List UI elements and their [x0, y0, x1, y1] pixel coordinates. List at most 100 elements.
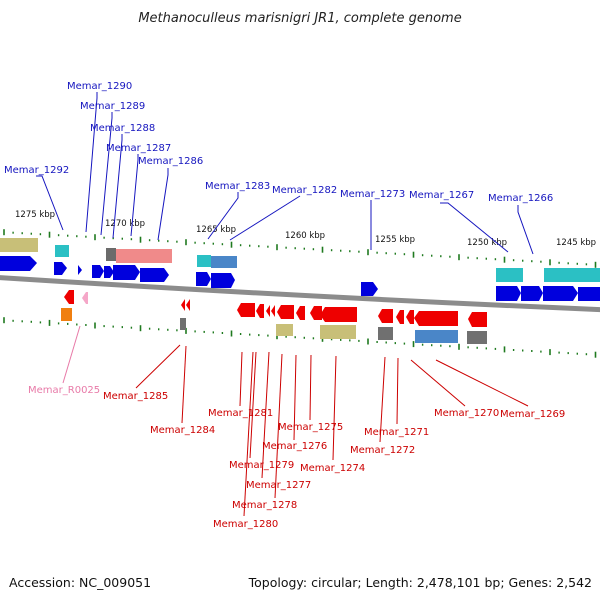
- gene-feature: [467, 331, 487, 344]
- scale-label: 1270 kbp: [105, 219, 145, 229]
- forward-cds: [521, 286, 543, 301]
- reverse-cds: [468, 312, 487, 327]
- reverse-cds: [414, 311, 458, 326]
- reverse-cds: [186, 299, 190, 311]
- gene-feature: [320, 325, 356, 339]
- reverse-cds: [256, 304, 264, 318]
- forward-cds: [0, 256, 37, 271]
- reverse-cds: [237, 303, 255, 317]
- gene-label: Memar_1288: [90, 123, 155, 134]
- gene-label: Memar_R0025: [28, 385, 100, 396]
- callout-line: [332, 355, 337, 461]
- gene-label: Memar_1292: [4, 165, 69, 176]
- gene-label: Memar_1290: [67, 81, 132, 92]
- gene-feature: [0, 238, 38, 252]
- gene-label: Memar_1274: [300, 463, 365, 474]
- forward-cds: [92, 265, 104, 278]
- callout-line: [130, 154, 139, 237]
- lower-feature-track: [61, 292, 487, 344]
- reverse-cds: [406, 310, 414, 324]
- reverse-cds: [320, 307, 357, 322]
- callout-line: [274, 353, 283, 499]
- gene-feature: [55, 245, 69, 257]
- callout-line: [36, 175, 64, 231]
- callout-line: [396, 357, 399, 425]
- callout-line: [207, 192, 239, 240]
- forward-callouts: [36, 92, 534, 255]
- gene-label: Memar_1281: [208, 408, 273, 419]
- gene-label: Memar_1270: [434, 408, 499, 419]
- gene-label: Memar_1279: [229, 460, 294, 471]
- forward-cds: [113, 265, 140, 280]
- reverse-cds: [296, 306, 305, 320]
- callout-line: [435, 359, 529, 407]
- callout-line: [379, 356, 386, 443]
- gene-feature: [496, 268, 523, 282]
- callout-line: [100, 112, 113, 236]
- gene-label: Memar_1284: [150, 425, 215, 436]
- gene-feature: [116, 249, 172, 263]
- callout-line: [229, 195, 301, 241]
- scale-label: 1255 kbp: [375, 235, 415, 245]
- callout-line: [239, 351, 243, 407]
- reverse-cds: [64, 290, 74, 304]
- upper-tick-row: [3, 229, 597, 268]
- forward-cds: [78, 265, 82, 275]
- gene-feature: [61, 308, 72, 321]
- forward-cds: [496, 286, 521, 301]
- genome-backbone: [0, 275, 600, 313]
- callout-line: [85, 92, 98, 233]
- gene-label: Memar_1275: [278, 422, 343, 433]
- callout-line: [181, 345, 187, 424]
- gene-label: Memar_1287: [106, 143, 171, 154]
- rna-feature: [82, 292, 88, 304]
- callout-line: [62, 325, 81, 384]
- gene-feature: [544, 268, 600, 282]
- forward-cds: [361, 282, 378, 296]
- callout-line: [157, 168, 169, 241]
- gene-feature: [276, 324, 293, 336]
- callout-line: [309, 354, 312, 421]
- gene-label: Memar_1269: [500, 409, 565, 420]
- upper-feature-track: [0, 238, 600, 282]
- forward-cds: [578, 287, 600, 301]
- gene-feature: [415, 330, 458, 343]
- gene-label: Memar_1283: [205, 181, 270, 192]
- rna-callouts: [62, 325, 81, 384]
- gene-label: Memar_1285: [103, 391, 168, 402]
- gene-label: Memar_1266: [488, 193, 553, 204]
- reverse-cds: [310, 306, 322, 320]
- forward-cds: [54, 262, 67, 275]
- callout-line: [293, 354, 297, 441]
- forward-cds: [140, 268, 169, 282]
- gene-label: Memar_1280: [213, 519, 278, 530]
- gene-feature: [180, 318, 186, 330]
- forward-cds: [543, 286, 578, 301]
- reverse-cds: [271, 305, 275, 317]
- gene-label: Memar_1272: [350, 445, 415, 456]
- lower-tick-row: [3, 317, 597, 358]
- gene-label: Memar_1273: [340, 189, 405, 200]
- gene-label: Memar_1282: [272, 185, 337, 196]
- gene-label: Memar_1276: [262, 441, 327, 452]
- reverse-cds: [378, 309, 393, 323]
- reverse-cds: [266, 305, 270, 317]
- forward-cds: [211, 273, 235, 288]
- map-title: Methanoculleus marisnigri JR1, complete …: [138, 11, 461, 26]
- scale-label: 1250 kbp: [467, 238, 507, 248]
- gene-label: Memar_1267: [409, 190, 474, 201]
- callout-line: [135, 344, 181, 389]
- reverse-cds: [181, 299, 185, 311]
- scale-label: 1275 kbp: [15, 210, 55, 220]
- callout-line: [261, 351, 270, 479]
- scale-label: 1265 kbp: [196, 225, 236, 235]
- gene-label: Memar_1289: [80, 101, 145, 112]
- callout-line: [112, 134, 123, 239]
- gene-label: Memar_1271: [364, 427, 429, 438]
- gene-label: Memar_1277: [246, 480, 311, 491]
- callout-line: [440, 202, 509, 253]
- callout-line: [410, 359, 466, 407]
- reverse-cds-track: [64, 290, 487, 327]
- callout-line: [517, 205, 534, 255]
